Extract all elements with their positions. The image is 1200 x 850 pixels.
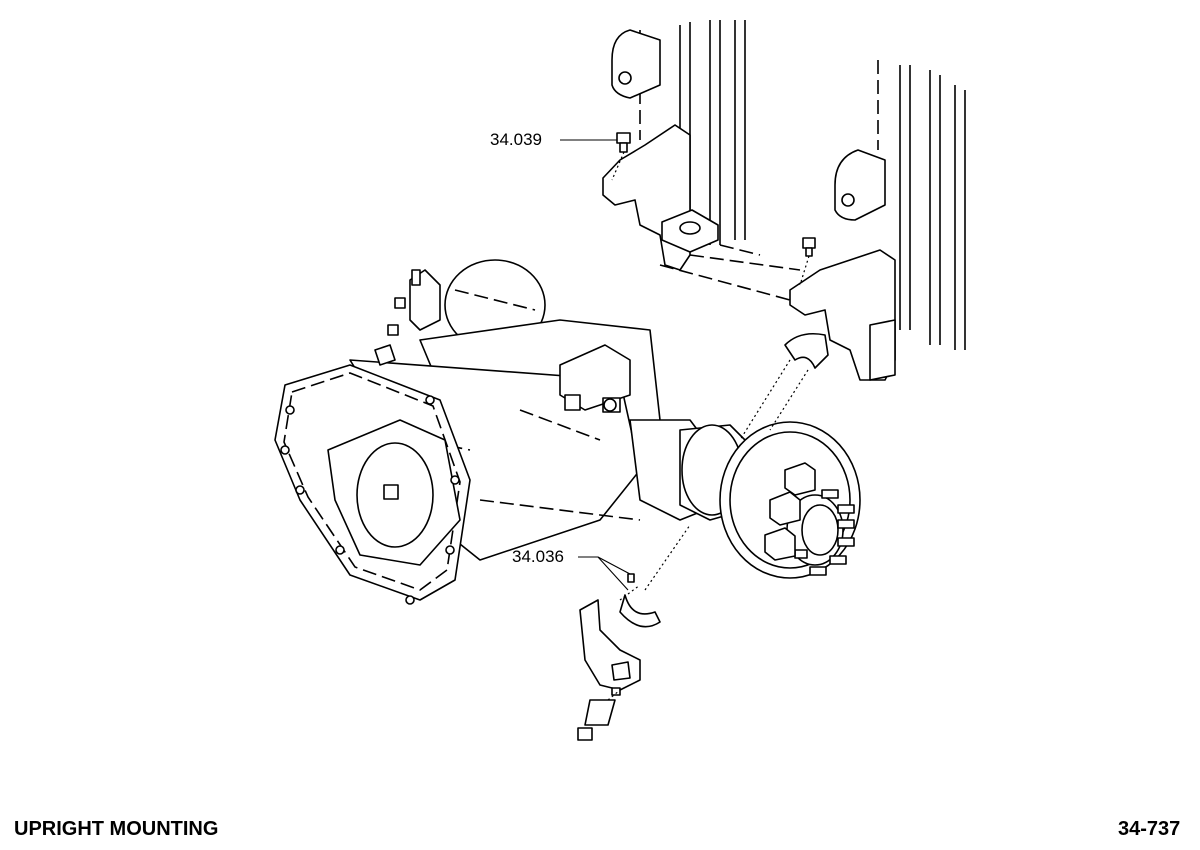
lower-clamp (579, 599, 641, 691)
wheel-studs (794, 489, 855, 576)
figure-title: UPRIGHT MOUNTING (14, 818, 219, 840)
mounting-cap-34-036 (619, 573, 661, 628)
lower-bolt (577, 687, 621, 741)
bolt-right-upright (799, 237, 816, 286)
callout-34-039: 34.039 (490, 130, 542, 149)
mounting-cap-upper (784, 332, 829, 369)
drive-axle-assembly (274, 259, 861, 605)
upright-mast (602, 20, 966, 381)
bolt-34-039 (611, 132, 631, 181)
leader-34-036 (578, 556, 629, 591)
page-number: 34-737 (1118, 818, 1181, 840)
callout-34-036: 34.036 (512, 547, 564, 566)
